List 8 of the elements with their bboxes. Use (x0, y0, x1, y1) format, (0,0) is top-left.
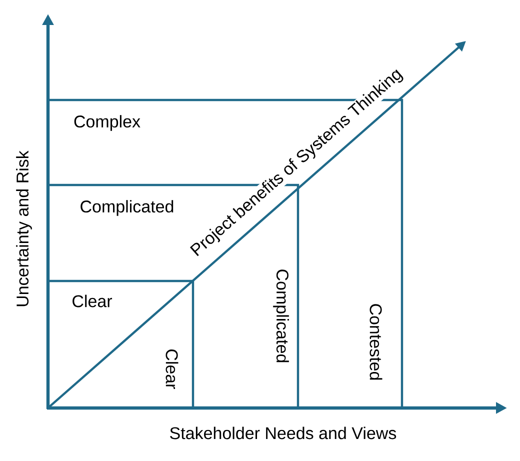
zone-label: Complex (74, 115, 140, 131)
axis-title: Uncertainty and Risk (16, 150, 32, 306)
zone-label: Complicated (80, 200, 174, 216)
zone-label: Contested (370, 304, 382, 380)
zone-label: Clear (166, 350, 178, 389)
zone-label: Clear (72, 294, 112, 308)
zone-label: Complicated (273, 270, 289, 362)
axis-title: Stakeholder Needs and Views (170, 426, 396, 440)
